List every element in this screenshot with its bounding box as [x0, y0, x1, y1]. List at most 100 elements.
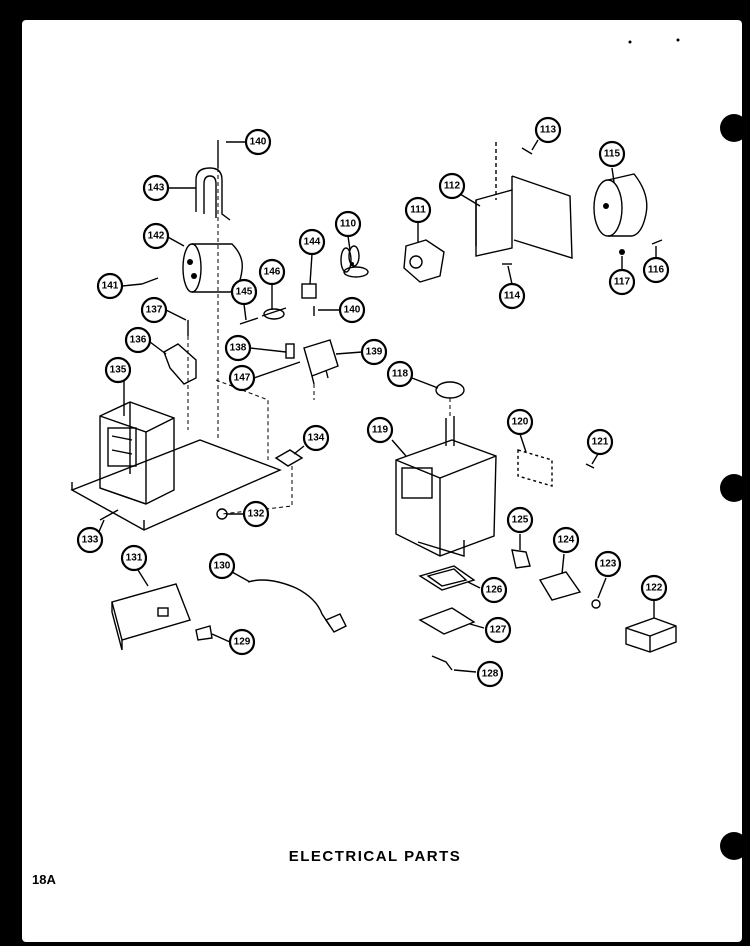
callout-144: 144: [298, 228, 326, 256]
callout-147: 147: [228, 364, 256, 392]
callout-122: 122: [640, 574, 668, 602]
callout-110: 110: [334, 210, 362, 238]
fan-bracket-drawing: [475, 142, 573, 259]
svg-text:137: 137: [146, 305, 163, 316]
magnetron-drawing: [395, 398, 497, 557]
screw-drawing: [585, 463, 595, 469]
callout-134: 134: [302, 424, 330, 452]
svg-text:132: 132: [248, 509, 265, 520]
connector-drawing: [195, 625, 213, 641]
callout-133: 133: [76, 526, 104, 554]
page-number: 18A: [32, 872, 56, 887]
callout-118: 118: [386, 360, 414, 388]
plate-drawing: [418, 607, 476, 635]
callout-114: 114: [498, 282, 526, 310]
callout-145: 145: [230, 278, 258, 306]
svg-text:128: 128: [482, 669, 499, 680]
print-speck: [676, 38, 680, 42]
callout-120: 120: [506, 408, 534, 436]
callout-119: 119: [366, 416, 394, 444]
svg-text:141: 141: [102, 281, 119, 292]
switch-drawing: [538, 571, 582, 601]
svg-text:126: 126: [486, 585, 503, 596]
svg-text:127: 127: [490, 625, 507, 636]
callout-143: 143: [142, 174, 170, 202]
gasket-inner: [426, 568, 468, 587]
callout-135: 135: [104, 356, 132, 384]
svg-text:120: 120: [512, 417, 529, 428]
svg-text:124: 124: [558, 535, 575, 546]
callout-139: 139: [360, 338, 388, 366]
callout-121: 121: [586, 428, 614, 456]
gasket-drawing: [418, 565, 476, 591]
svg-text:140: 140: [250, 137, 267, 148]
gasket-drawing: [435, 381, 465, 399]
svg-text:113: 113: [540, 125, 557, 136]
callout-115: 115: [598, 140, 626, 168]
fan-motor-drawing: [403, 239, 445, 283]
callout-125: 125: [506, 506, 534, 534]
svg-text:145: 145: [236, 287, 253, 298]
callout-129: 129: [228, 628, 256, 656]
svg-text:110: 110: [340, 219, 357, 230]
switch-part-drawing: [285, 343, 295, 359]
relay-block-drawing: [625, 617, 677, 653]
fuse-drawing: [511, 549, 531, 569]
callout-131: 131: [120, 544, 148, 572]
transformer-drawing: [99, 401, 175, 505]
svg-text:115: 115: [604, 149, 621, 160]
binder-hole: [720, 114, 748, 142]
binder-hole: [720, 832, 748, 860]
diagram-sheet: [22, 20, 742, 942]
svg-text:111: 111: [410, 205, 426, 216]
clip-drawing: [431, 655, 453, 671]
svg-text:131: 131: [126, 553, 143, 564]
base-plate-edge: [71, 482, 145, 530]
callout-142: 142: [142, 222, 170, 250]
svg-text:140: 140: [344, 305, 361, 316]
callout-146: 146: [258, 258, 286, 286]
callout-113: 113: [534, 116, 562, 144]
screw-drawing: [521, 147, 533, 155]
svg-text:144: 144: [304, 237, 321, 248]
svg-text:135: 135: [110, 365, 127, 376]
svg-text:143: 143: [148, 183, 165, 194]
fuse-holder-drawing: [239, 283, 317, 325]
callout-117: 117: [608, 268, 636, 296]
capacitor-strap-drawing: [195, 140, 231, 221]
svg-text:125: 125: [512, 515, 529, 526]
callout-116: 116: [642, 256, 670, 284]
callout-128: 128: [476, 660, 504, 688]
svg-text:118: 118: [392, 369, 409, 380]
svg-text:122: 122: [646, 583, 663, 594]
callout-123: 123: [594, 550, 622, 578]
power-cord-drawing: [247, 579, 347, 633]
svg-text:147: 147: [234, 373, 251, 384]
svg-text:146: 146: [264, 267, 281, 278]
bracket-drawing: [274, 449, 304, 467]
base-plate-drawing: [70, 439, 282, 531]
blower-wheel-drawing: [593, 173, 648, 237]
svg-text:114: 114: [504, 291, 521, 302]
callout-141: 141: [96, 272, 124, 300]
callout-138: 138: [224, 334, 252, 362]
svg-text:130: 130: [214, 561, 231, 572]
svg-text:142: 142: [148, 231, 165, 242]
callout-130: 130: [208, 552, 236, 580]
switch-drawing: [303, 339, 339, 385]
callout-132: 132: [242, 500, 270, 528]
callout-140: 140: [244, 128, 272, 156]
circuit-board-drawing: [111, 583, 191, 651]
callout-112: 112: [438, 172, 466, 200]
screw-drawing: [141, 277, 159, 285]
svg-text:129: 129: [234, 637, 251, 648]
callout-124: 124: [552, 526, 580, 554]
svg-text:138: 138: [230, 343, 247, 354]
screw-drawing: [651, 239, 663, 245]
bracket-drawing: [163, 343, 197, 385]
callout-137: 137: [140, 296, 168, 324]
binder-hole: [720, 474, 748, 502]
svg-text:123: 123: [600, 559, 617, 570]
diagram-title: ELECTRICAL PARTS: [288, 848, 462, 865]
